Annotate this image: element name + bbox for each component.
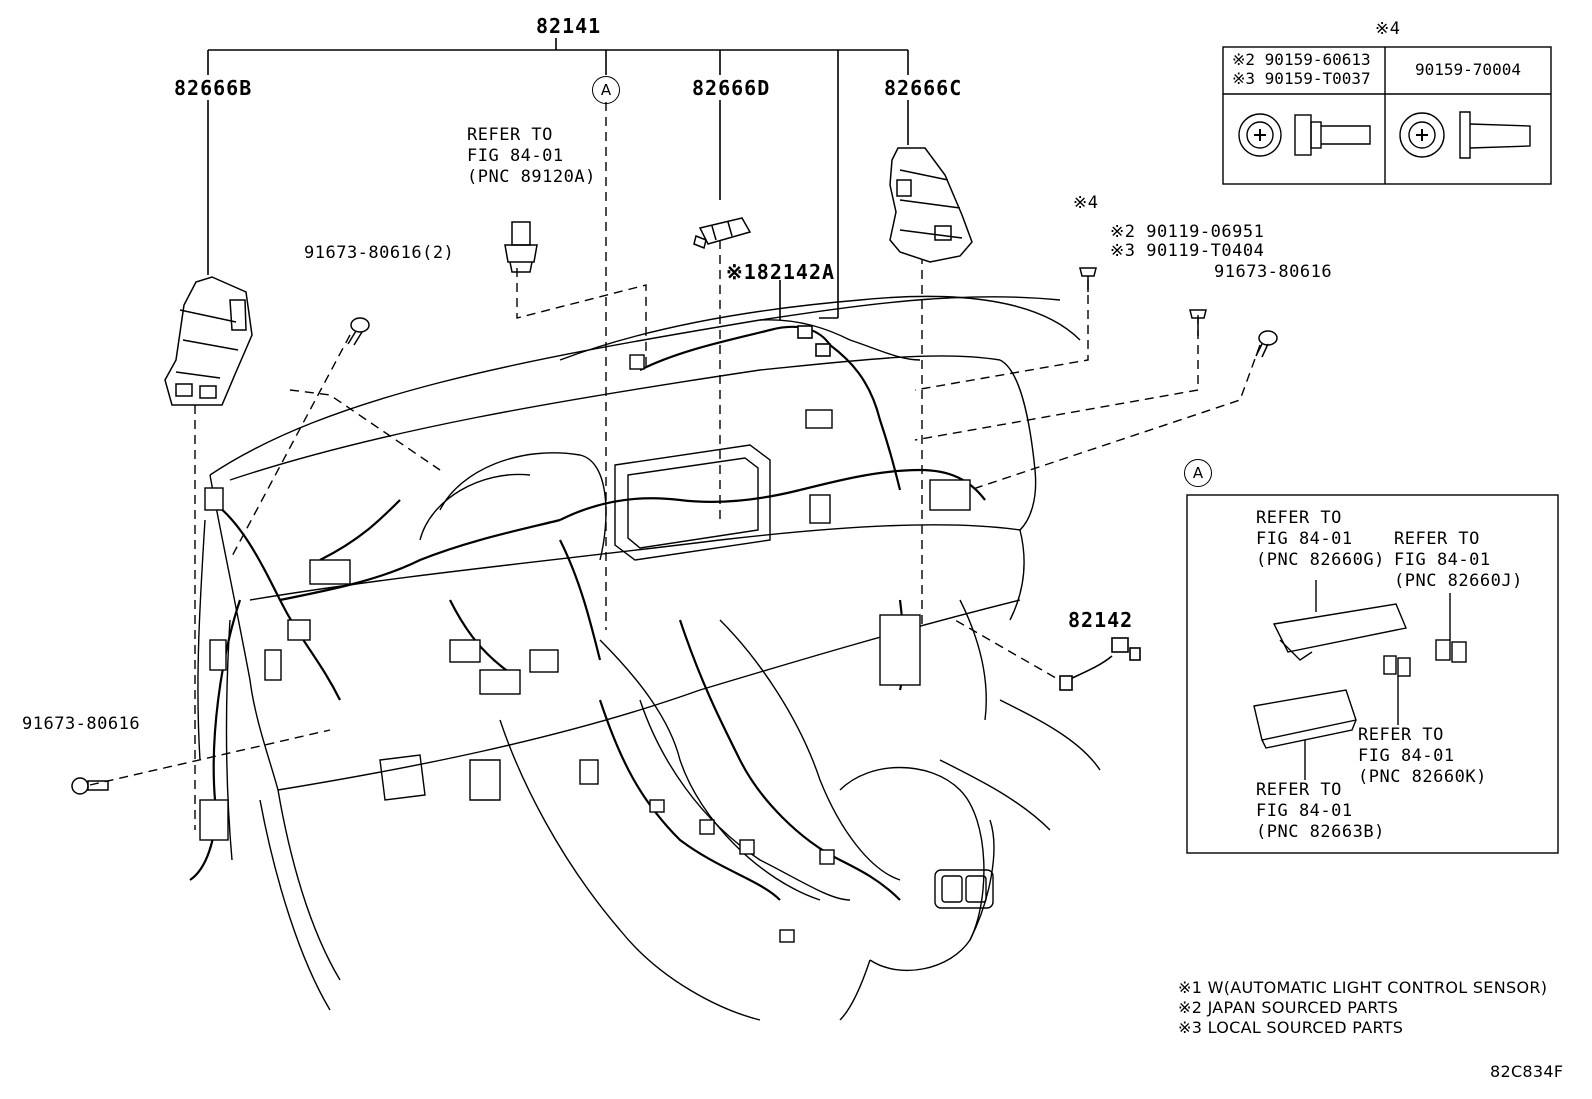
refer-82660j-label: REFER TO FIG 84-01 (PNC 82660J) [1394, 529, 1523, 591]
note-1: ※1 W(AUTOMATIC LIGHT CONTROL SENSOR) [1178, 978, 1548, 997]
note-3: ※3 LOCAL SOURCED PARTS [1178, 1018, 1404, 1037]
detail-a-frame [1186, 494, 1559, 854]
note-2: ※2 JAPAN SOURCED PARTS [1178, 998, 1399, 1017]
bolt-91673-80616-2-label: 91673-80616(2) [304, 243, 455, 263]
part-82666d-label: 82666D [692, 76, 771, 100]
table-col1-line2: ※3 90159-T0037 [1232, 69, 1371, 88]
callout-a-marker: A [592, 76, 620, 104]
diagram-id-label: 82C834F [1490, 1062, 1564, 1081]
dashed-leaders [89, 102, 1261, 830]
part-82142a-label: ※182142A [726, 260, 836, 284]
bracket-82666b-shape [164, 276, 253, 406]
refer-89120a-label: REFER TO FIG 84-01 (PNC 89120A) [467, 125, 596, 187]
bracket-82666c-shape [889, 147, 973, 263]
part-82141-label: 82141 [536, 14, 602, 38]
screw-table-frame [1222, 46, 1552, 185]
part-82666c-label: 82666C [884, 76, 963, 100]
refer-82660g-label: REFER TO FIG 84-01 (PNC 82660G) [1256, 508, 1385, 570]
table-header-mark: ※4 [1375, 19, 1401, 39]
sub-harness-82142-shape [1059, 637, 1141, 691]
table-col1-line1: ※2 90159-60613 [1232, 50, 1371, 69]
screw-90119-06951-label: ※2 90119-06951 [1110, 222, 1265, 242]
screw-90119-t0404-label: ※3 90119-T0404 [1110, 241, 1265, 261]
bracket-82666d-shape [693, 217, 752, 250]
connectors [199, 354, 971, 943]
wire-harness [189, 325, 986, 901]
part-82666b-label: 82666B [174, 76, 253, 100]
refer-82663b-label: REFER TO FIG 84-01 (PNC 82663B) [1256, 780, 1385, 842]
sub-harness-82142a-shape [779, 280, 831, 357]
dashboard-outline [197, 295, 1101, 1021]
screw-shapes [71, 267, 1278, 795]
table-col2-part: 90159-70004 [1415, 60, 1521, 79]
bolt-91673-80616-left-label: 91673-80616 [22, 714, 141, 734]
detail-a-marker: A [1184, 459, 1212, 487]
screw-note-4-label: ※4 [1073, 193, 1099, 213]
part-82142-label: 82142 [1068, 608, 1134, 632]
refer-82660k-label: REFER TO FIG 84-01 (PNC 82660K) [1358, 725, 1487, 787]
leader-82141 [207, 38, 909, 319]
bolt-91673-80616-right-label: 91673-80616 [1214, 262, 1333, 282]
clip-89120a-shape [504, 221, 538, 273]
